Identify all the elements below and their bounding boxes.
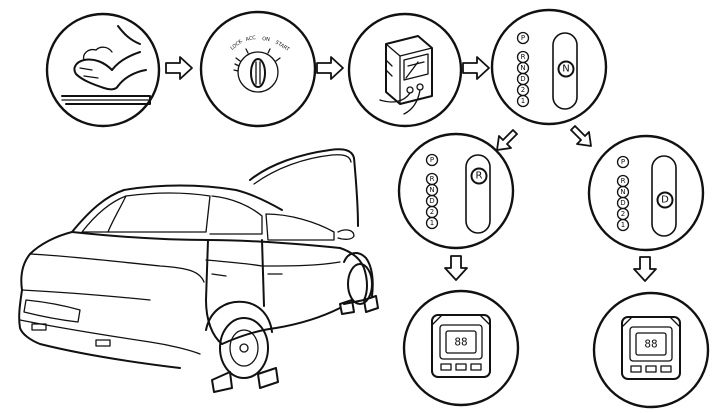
gear-label-1: 1 [621, 221, 625, 229]
display-unit-right: 88 [592, 291, 710, 409]
arrow-down-left [496, 129, 518, 151]
gear-label-2: 2 [621, 210, 625, 218]
arrow-down-2 [633, 256, 657, 282]
gear-label-2: 2 [430, 208, 434, 216]
step-hand-circle [45, 12, 161, 128]
selected-gear-top: N [562, 64, 569, 75]
gear-label-r: R [430, 175, 435, 183]
key-label-acc: ACC [245, 35, 257, 43]
gear-selector-top: P R N D 2 1 N [490, 8, 608, 126]
gear-label-n: N [620, 188, 625, 196]
display-readout-right: 88 [644, 338, 657, 351]
arrow-right-1 [165, 56, 193, 80]
gear-labels-top: P R N D 2 1 [516, 31, 530, 108]
arrow-down-right [570, 125, 592, 147]
gear-label-r: R [621, 177, 626, 185]
selected-gear-right: D [661, 195, 669, 206]
gear-label-1: 1 [521, 97, 525, 105]
gear-labels-right: P R N D 2 1 [616, 155, 630, 232]
arrow-right-2 [316, 56, 344, 80]
gear-label-r: R [521, 53, 526, 61]
arrow-right-3 [462, 56, 490, 80]
gear-label-1: 1 [430, 219, 434, 227]
selected-gear-left: R [476, 171, 483, 182]
gear-label-p: P [521, 34, 525, 42]
gear-selector-left: P R N D 2 1 R [397, 132, 515, 250]
display-readout-left: 88 [454, 336, 467, 349]
display-unit-left: 88 [402, 289, 520, 407]
gear-label-p: P [430, 156, 434, 164]
gear-label-n: N [520, 64, 525, 72]
gear-label-2: 2 [521, 86, 525, 94]
gear-label-d: D [520, 75, 525, 83]
arrow-down-1 [444, 255, 468, 281]
gear-label-p: P [621, 158, 625, 166]
gear-label-d: D [620, 199, 625, 207]
car-illustration [18, 148, 379, 393]
gear-label-d: D [429, 197, 434, 205]
gear-label-n: N [429, 186, 434, 194]
gear-selector-right: P R N D 2 1 D [587, 134, 705, 252]
gear-labels-left: P R N D 2 1 [425, 153, 439, 230]
key-label-on: ON [262, 36, 271, 43]
step-tester-circle [347, 12, 463, 128]
step-ignition-circle: LOCK ACC ON START [199, 10, 317, 128]
